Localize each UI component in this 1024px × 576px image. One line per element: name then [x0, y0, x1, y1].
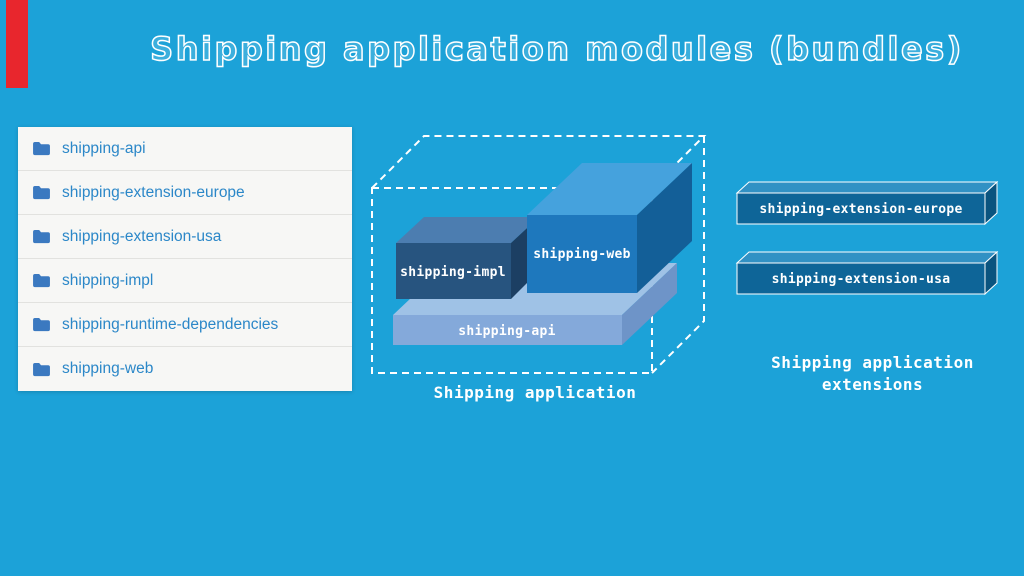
extensions-caption-line1: Shipping application	[771, 353, 974, 372]
list-item: shipping-extension-usa	[18, 215, 352, 259]
list-item-label: shipping-runtime-dependencies	[62, 315, 279, 333]
box-shipping-web: shipping-web	[527, 163, 692, 293]
extensions-caption-line2: extensions	[821, 375, 924, 394]
list-item-label: shipping-api	[62, 139, 146, 157]
list-item: shipping-web	[18, 347, 352, 391]
extension-bars: shipping-extension-europe shipping-exten…	[735, 180, 999, 296]
impl-front-face	[396, 243, 511, 299]
list-item: shipping-api	[18, 127, 352, 171]
folder-icon	[33, 317, 50, 332]
europe-front-face	[736, 192, 986, 225]
folder-icon	[33, 229, 50, 244]
list-item: shipping-impl	[18, 259, 352, 303]
usa-top-face	[735, 251, 999, 264]
list-item-label: shipping-impl	[62, 271, 154, 289]
api-right-face	[622, 263, 677, 345]
folder-icon	[33, 273, 50, 288]
folder-icon	[33, 362, 50, 376]
module-file-list: shipping-api shipping-extension-europe s…	[18, 127, 352, 391]
usa-front-face	[736, 262, 986, 295]
impl-top-face	[396, 217, 539, 243]
corner-ribbon	[6, 0, 28, 88]
slide-title: Shipping application modules (bundles)	[149, 29, 964, 69]
shipping-application-diagram: shipping-api shipping-impl shipping-web	[371, 135, 707, 374]
impl-label: shipping-impl	[400, 265, 506, 280]
bar-shipping-extension-usa: shipping-extension-usa	[735, 250, 999, 296]
diagram-caption: Shipping application	[433, 383, 637, 402]
web-front-face	[527, 215, 637, 293]
api-label: shipping-api	[458, 324, 556, 339]
bar-shipping-extension-europe: shipping-extension-europe	[735, 180, 999, 226]
extensions-caption: Shipping application extensions	[730, 352, 1015, 396]
list-item-label: shipping-web	[62, 360, 154, 377]
list-item-label: shipping-extension-europe	[62, 183, 245, 201]
list-item: shipping-runtime-dependencies	[18, 303, 352, 347]
api-front-face	[393, 315, 622, 345]
folder-icon	[33, 141, 50, 156]
list-item: shipping-extension-europe	[18, 171, 352, 215]
folder-icon	[33, 185, 50, 200]
usa-label: shipping-extension-usa	[772, 272, 951, 287]
europe-top-face	[735, 181, 999, 194]
europe-label: shipping-extension-europe	[759, 202, 962, 217]
box-shipping-impl: shipping-impl	[396, 217, 539, 299]
web-right-face	[637, 163, 692, 293]
web-label: shipping-web	[533, 247, 631, 262]
list-item-label: shipping-extension-usa	[62, 227, 222, 245]
